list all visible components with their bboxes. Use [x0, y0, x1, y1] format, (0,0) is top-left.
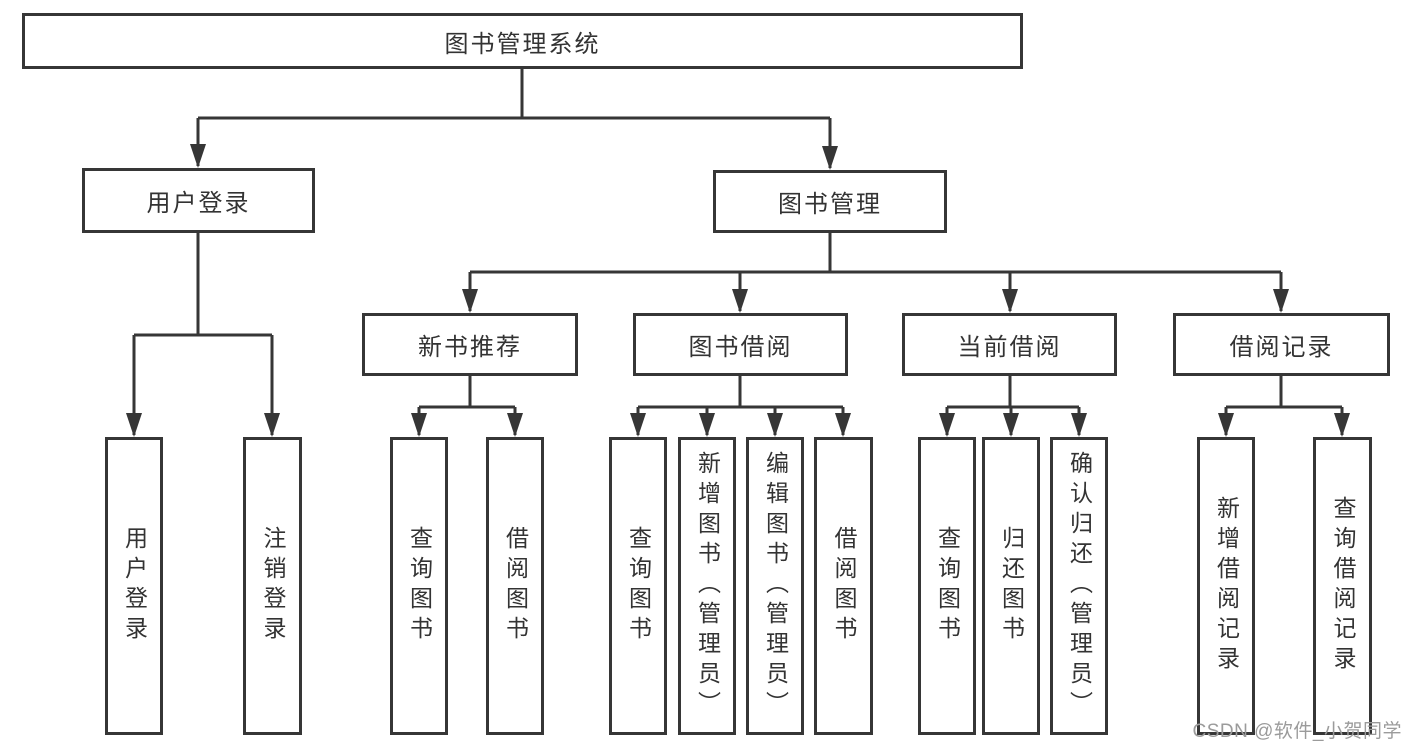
node-leaf-logout: 注销登录 [243, 437, 302, 735]
node-root: 图书管理系统 [22, 13, 1023, 69]
node-leaf-add-borrow-record: 新增借阅记录 [1197, 437, 1255, 735]
node-leaf-borrow-books: 借阅图书 [814, 437, 873, 735]
node-book-management: 图书管理 [713, 170, 947, 233]
node-leaf-query-books-recommend: 查询图书 [390, 437, 448, 735]
node-user-login: 用户登录 [82, 168, 315, 233]
node-leaf-query-books-borrow: 查询图书 [609, 437, 667, 735]
arrowheads [126, 144, 1350, 437]
node-current-borrow: 当前借阅 [902, 313, 1117, 376]
node-leaf-return-book: 归还图书 [982, 437, 1040, 735]
node-leaf-query-borrow-record: 查询借阅记录 [1313, 437, 1372, 735]
node-borrow-records: 借阅记录 [1173, 313, 1390, 376]
node-leaf-query-books-current: 查询图书 [918, 437, 976, 735]
node-leaf-add-book-admin: 新增图书（管理员） [678, 437, 736, 735]
node-leaf-edit-book-admin: 编辑图书（管理员） [746, 437, 804, 735]
node-book-borrow: 图书借阅 [633, 313, 848, 376]
node-leaf-confirm-return-admin: 确认归还（管理员） [1050, 437, 1108, 735]
node-leaf-user-login: 用户登录 [105, 437, 163, 735]
watermark: CSDN @软件_小贺同学 [1192, 721, 1402, 742]
node-new-book-recommend: 新书推荐 [362, 313, 578, 376]
node-leaf-borrow-books-recommend: 借阅图书 [486, 437, 544, 735]
